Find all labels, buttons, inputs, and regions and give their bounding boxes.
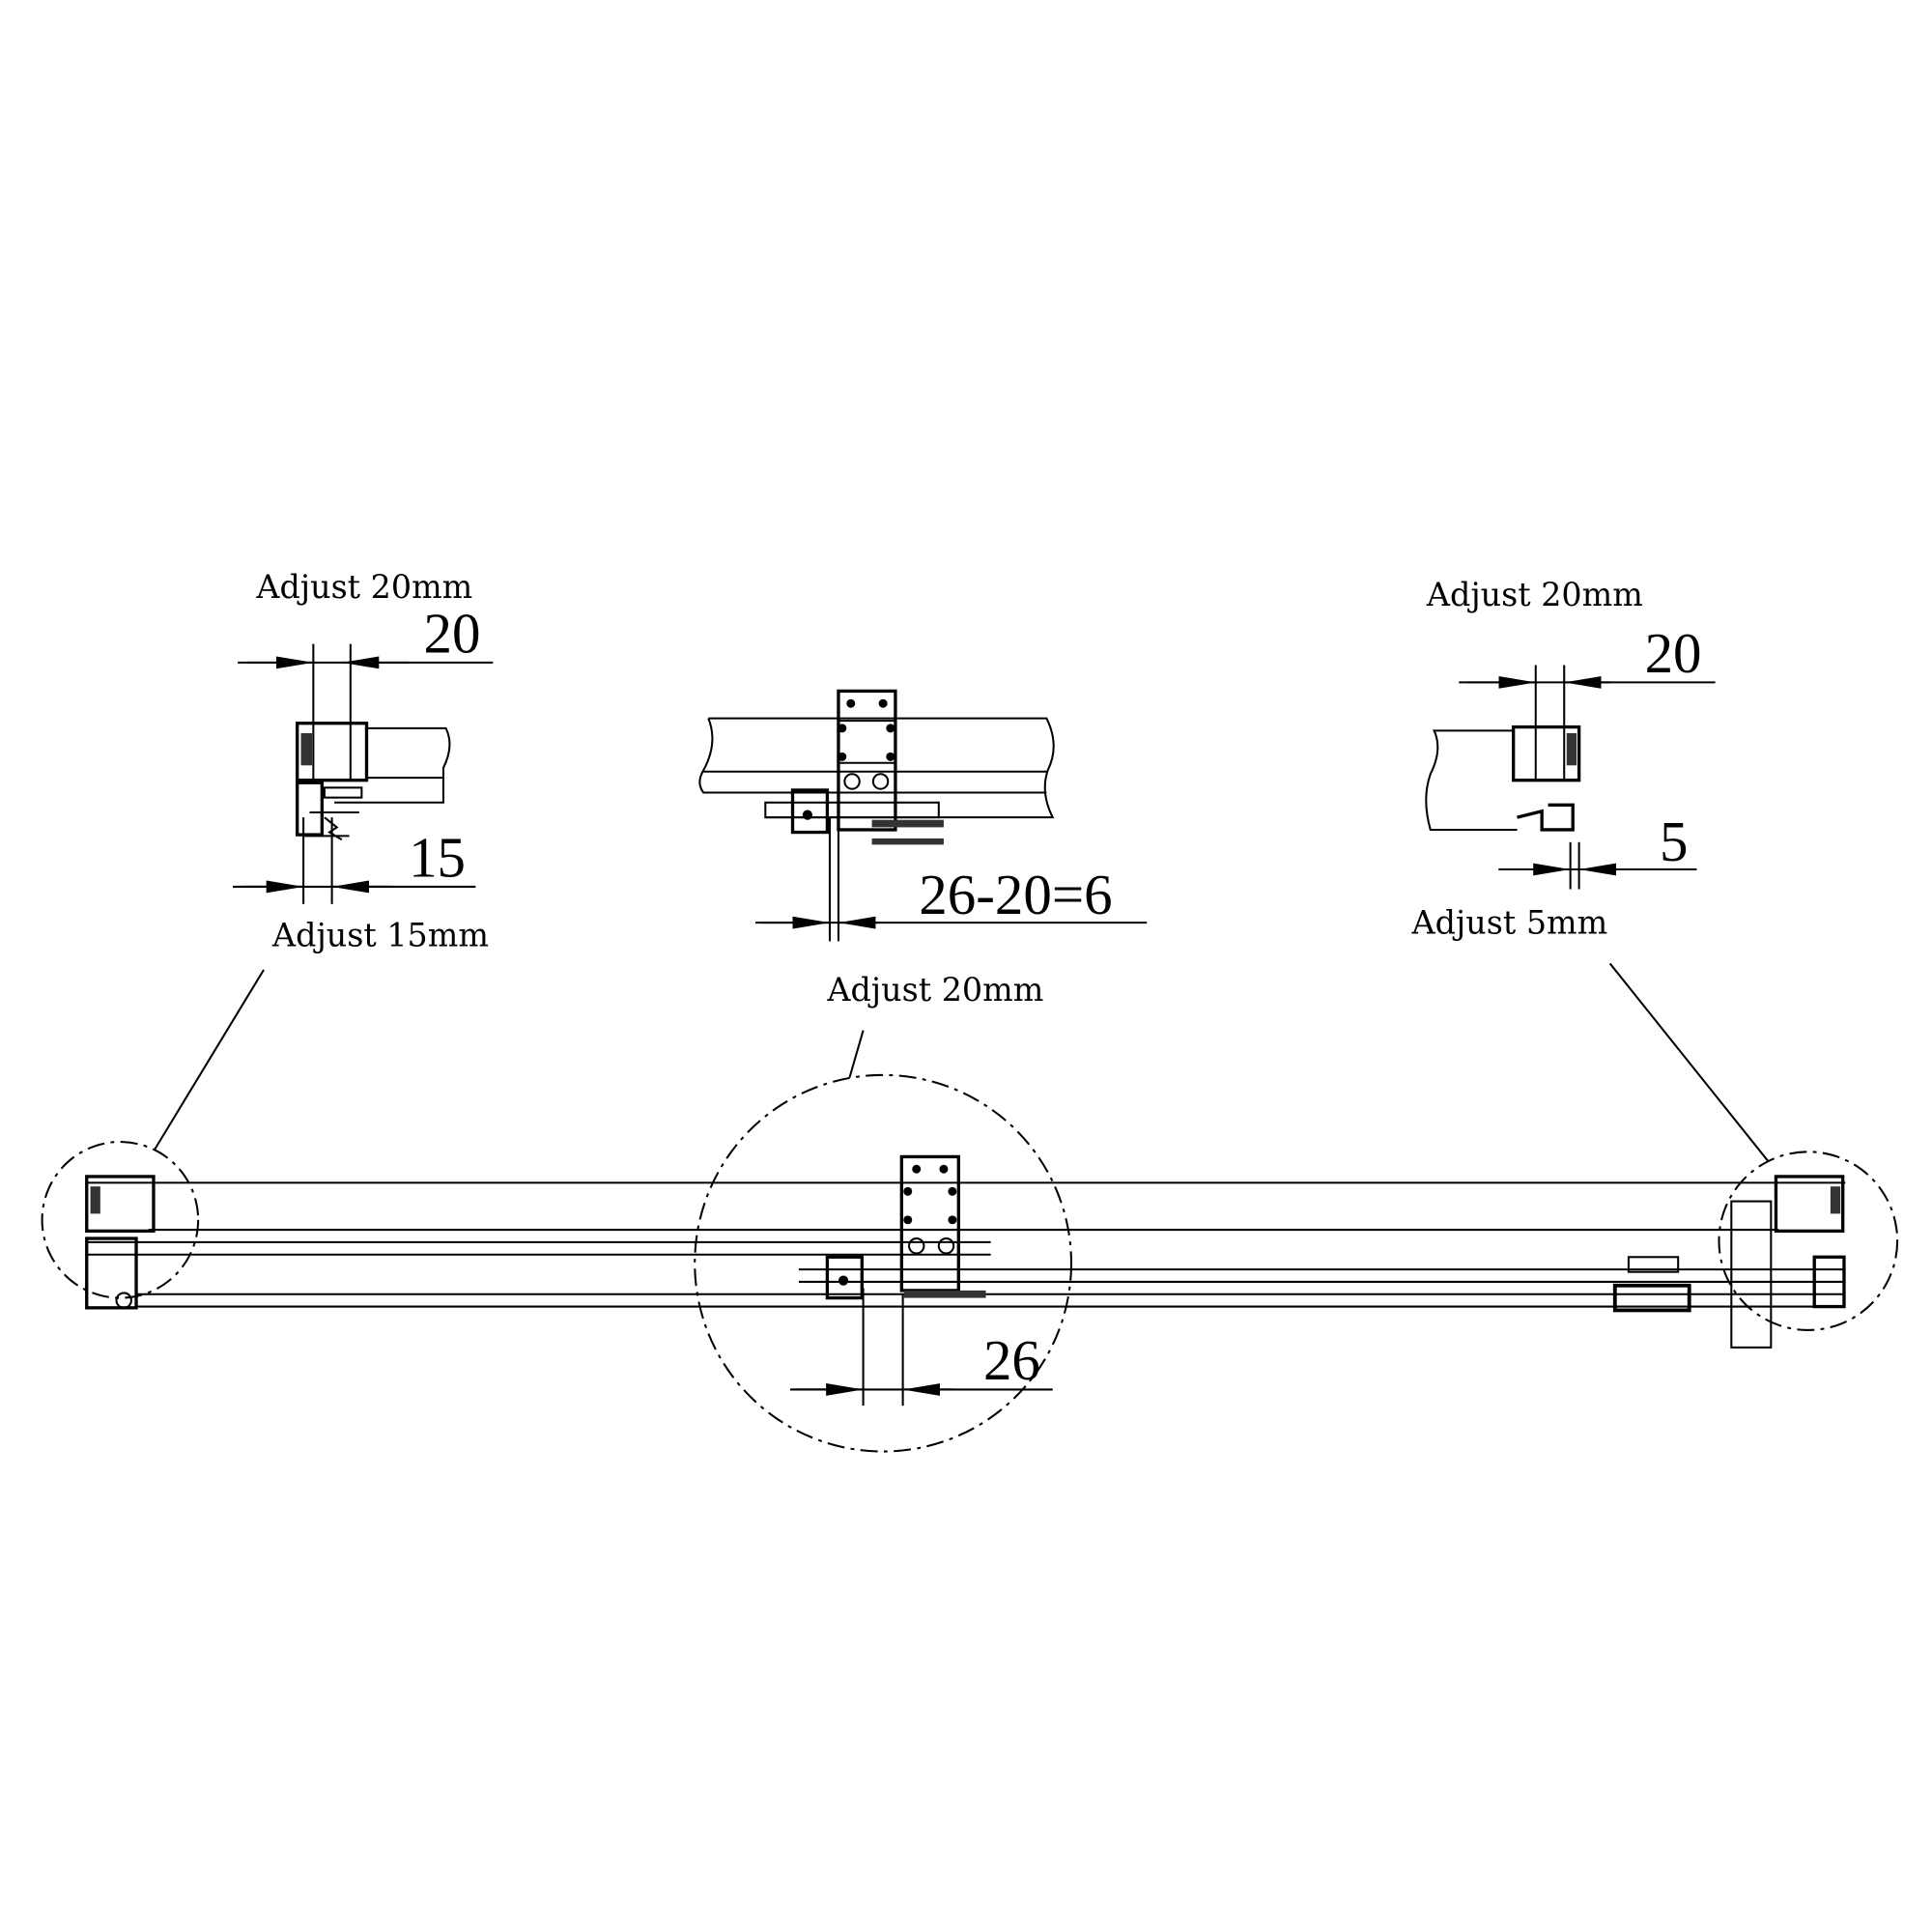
detail-circle-left <box>41 1141 200 1299</box>
dimension-value-main: 26 <box>983 1328 1040 1392</box>
dimension-value-left-top: 20 <box>423 602 480 666</box>
detail-circle-middle <box>694 1073 1072 1453</box>
dimension-value-left-bottom: 15 <box>409 826 466 890</box>
adjust-label-left-top: Adjust 20mm <box>255 568 472 606</box>
dimension-value-right-top: 20 <box>1645 621 1702 685</box>
leader-line-left <box>154 969 265 1151</box>
detail-middle: 26-20=6 Adjust 20mm <box>698 689 1148 1009</box>
leader-line-middle <box>848 1030 865 1078</box>
detail-left: Adjust 20mm 20 15 Adjust 15mm <box>233 568 494 953</box>
detail-right: Adjust 20mm 20 5 Adjust 5mm <box>1411 576 1716 942</box>
adjust-label-left-bottom: Adjust 15mm <box>271 916 489 953</box>
dimension-value-middle: 26-20=6 <box>919 863 1112 926</box>
leader-line-right <box>1608 962 1770 1163</box>
adjust-label-right-bottom: Adjust 5mm <box>1411 904 1608 942</box>
main-track-view: 26 <box>41 1073 1899 1453</box>
adjust-label-right-top: Adjust 20mm <box>1426 576 1643 613</box>
adjust-label-middle: Adjust 20mm <box>826 971 1043 1009</box>
dimension-value-right-bottom: 5 <box>1660 810 1688 873</box>
detail-circle-right <box>1718 1151 1899 1331</box>
